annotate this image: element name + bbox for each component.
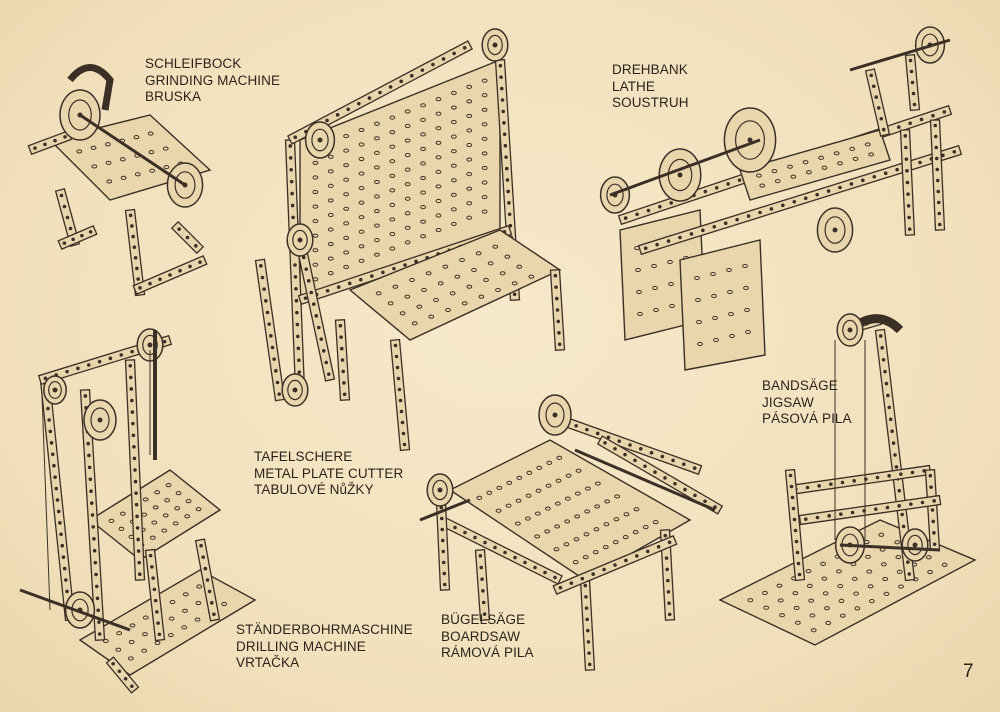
lathe-drawing: [599, 26, 963, 371]
grinding-machine-drawing: [27, 64, 212, 297]
strip: [864, 68, 891, 137]
label-line: LATHE: [612, 78, 656, 94]
label-line: STÄNDERBOHRMASCHINE: [236, 622, 413, 637]
label-line: BOARDSAW: [441, 628, 521, 644]
label-line: BANDSÄGE: [762, 378, 838, 393]
strip: [474, 548, 491, 622]
strip: [929, 119, 946, 231]
label-boardsaw: BÜGELSÄGE BOARDSAW RÁMOVÁ PILA: [441, 612, 534, 662]
label-line: VRTAČKA: [236, 655, 300, 670]
metal-plate-cutter-drawing: [254, 28, 566, 452]
label-line: GRINDING MACHINE: [145, 72, 281, 88]
label-lathe: DREHBANK LATHE SOUSTRUH: [612, 62, 689, 112]
strip: [105, 656, 140, 694]
strip: [788, 464, 932, 496]
strip: [784, 468, 806, 582]
label-line: TABULOVÉ NůŽKY: [254, 482, 374, 497]
label-line: SOUSTRUH: [612, 95, 689, 110]
boardsaw-drawing: [419, 394, 724, 671]
strip: [389, 338, 411, 452]
drilling-machine-drawing: [19, 328, 257, 694]
strip: [144, 548, 166, 642]
strip: [254, 258, 286, 402]
label-line: BRUSKA: [145, 89, 202, 104]
plate: [88, 469, 222, 561]
label-line: DREHBANK: [612, 62, 688, 77]
strip: [579, 579, 596, 671]
plate: [679, 239, 766, 371]
label-grinding-machine: SCHLEIFBOCK GRINDING MACHINE BRUSKA: [145, 56, 280, 106]
strip: [659, 529, 676, 621]
label-line: PÁSOVÁ PILA: [762, 411, 852, 426]
page-number: 7: [963, 661, 974, 682]
label-line: RÁMOVÁ PILA: [441, 645, 534, 660]
strip: [637, 144, 963, 256]
label-line: JIGSAW: [762, 394, 814, 410]
label-line: DRILLING MACHINE: [236, 638, 366, 654]
label-line: SCHLEIFBOCK: [145, 56, 242, 71]
strip: [596, 435, 724, 515]
label-line: TAFELSCHERE: [254, 449, 353, 464]
jigsaw-drawing: [718, 313, 977, 646]
label-drilling-machine: STÄNDERBOHRMASCHINE DRILLING MACHINE VRT…: [236, 622, 413, 672]
label-line: BÜGELSÄGE: [441, 612, 526, 627]
label-jigsaw: BANDSÄGE JIGSAW PÁSOVÁ PILA: [762, 378, 852, 428]
label-metal-plate-cutter: TAFELSCHERE METAL PLATE CUTTER TABULOVÉ …: [254, 449, 403, 499]
strip: [57, 225, 98, 250]
strip: [798, 494, 942, 526]
strip: [124, 208, 146, 297]
plate: [448, 439, 692, 581]
label-line: METAL PLATE CUTTER: [254, 465, 404, 481]
